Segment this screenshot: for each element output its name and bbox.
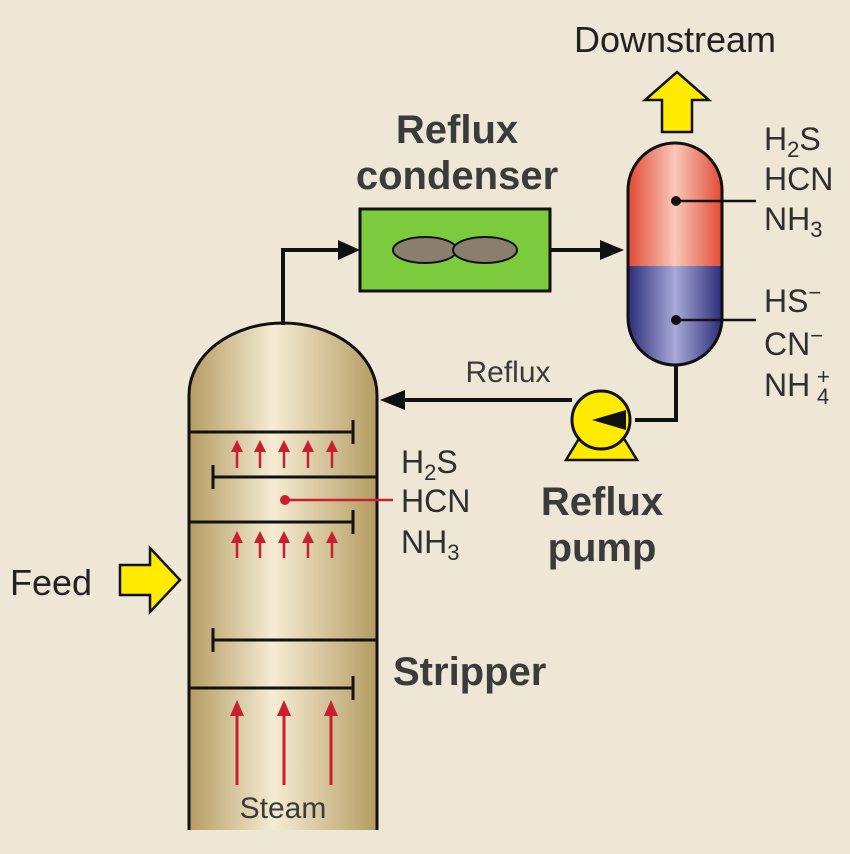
vapor-arrows-upper [231, 440, 338, 468]
stripper-label: Stripper [393, 650, 546, 694]
downstream-arrow-icon [641, 70, 713, 134]
tray-sample-pointer [280, 495, 393, 505]
tray-5 [189, 676, 355, 700]
tray-1 [189, 420, 355, 444]
tray-4 [211, 628, 377, 652]
drum-ion-nh4: NH+4 [764, 364, 830, 409]
pump-label-line1: Reflux [541, 480, 663, 524]
drum-gas-nh3: NH3 [764, 201, 822, 242]
condenser-label-line2: condenser [356, 154, 558, 198]
overhead-vapor-line [281, 248, 352, 325]
overhead-arrow-icon [338, 240, 360, 260]
feed-label: Feed [10, 562, 92, 603]
drum-ion-pointer [671, 315, 756, 325]
reflux-label: Reflux [465, 356, 550, 389]
pump-label-line2: pump [548, 526, 657, 570]
column-trays [189, 420, 377, 700]
vapor-arrows [231, 440, 338, 558]
reflux-drum [626, 141, 724, 367]
drum-gas-h2s: H2S [764, 121, 821, 162]
tray-2 [211, 465, 377, 489]
tray-species-hcn: HCN [401, 483, 470, 519]
drum-outlet-line [635, 364, 678, 422]
drum-ion-cn: CN− [764, 323, 823, 362]
downstream-label: Downstream [574, 19, 776, 60]
steam-arrows [230, 700, 338, 785]
tray-3 [189, 510, 355, 534]
reflux-pump-icon [563, 389, 640, 462]
condenser-label-line1: Reflux [396, 108, 518, 152]
feed-arrow-icon [118, 544, 182, 616]
drum-gas-hcn: HCN [764, 161, 833, 197]
drum-gas-pointer [671, 196, 756, 206]
condenser-outlet-arrow-icon [600, 240, 624, 260]
steam-label: Steam [240, 792, 327, 825]
drum-ion-hs: HS− [764, 280, 821, 319]
tray-species-nh3: NH3 [401, 524, 459, 565]
reflux-condenser [358, 207, 552, 293]
tray-species-h2s: H2S [401, 444, 458, 485]
reflux-return-arrow-icon [380, 390, 405, 410]
vapor-arrows-lower [231, 531, 338, 558]
